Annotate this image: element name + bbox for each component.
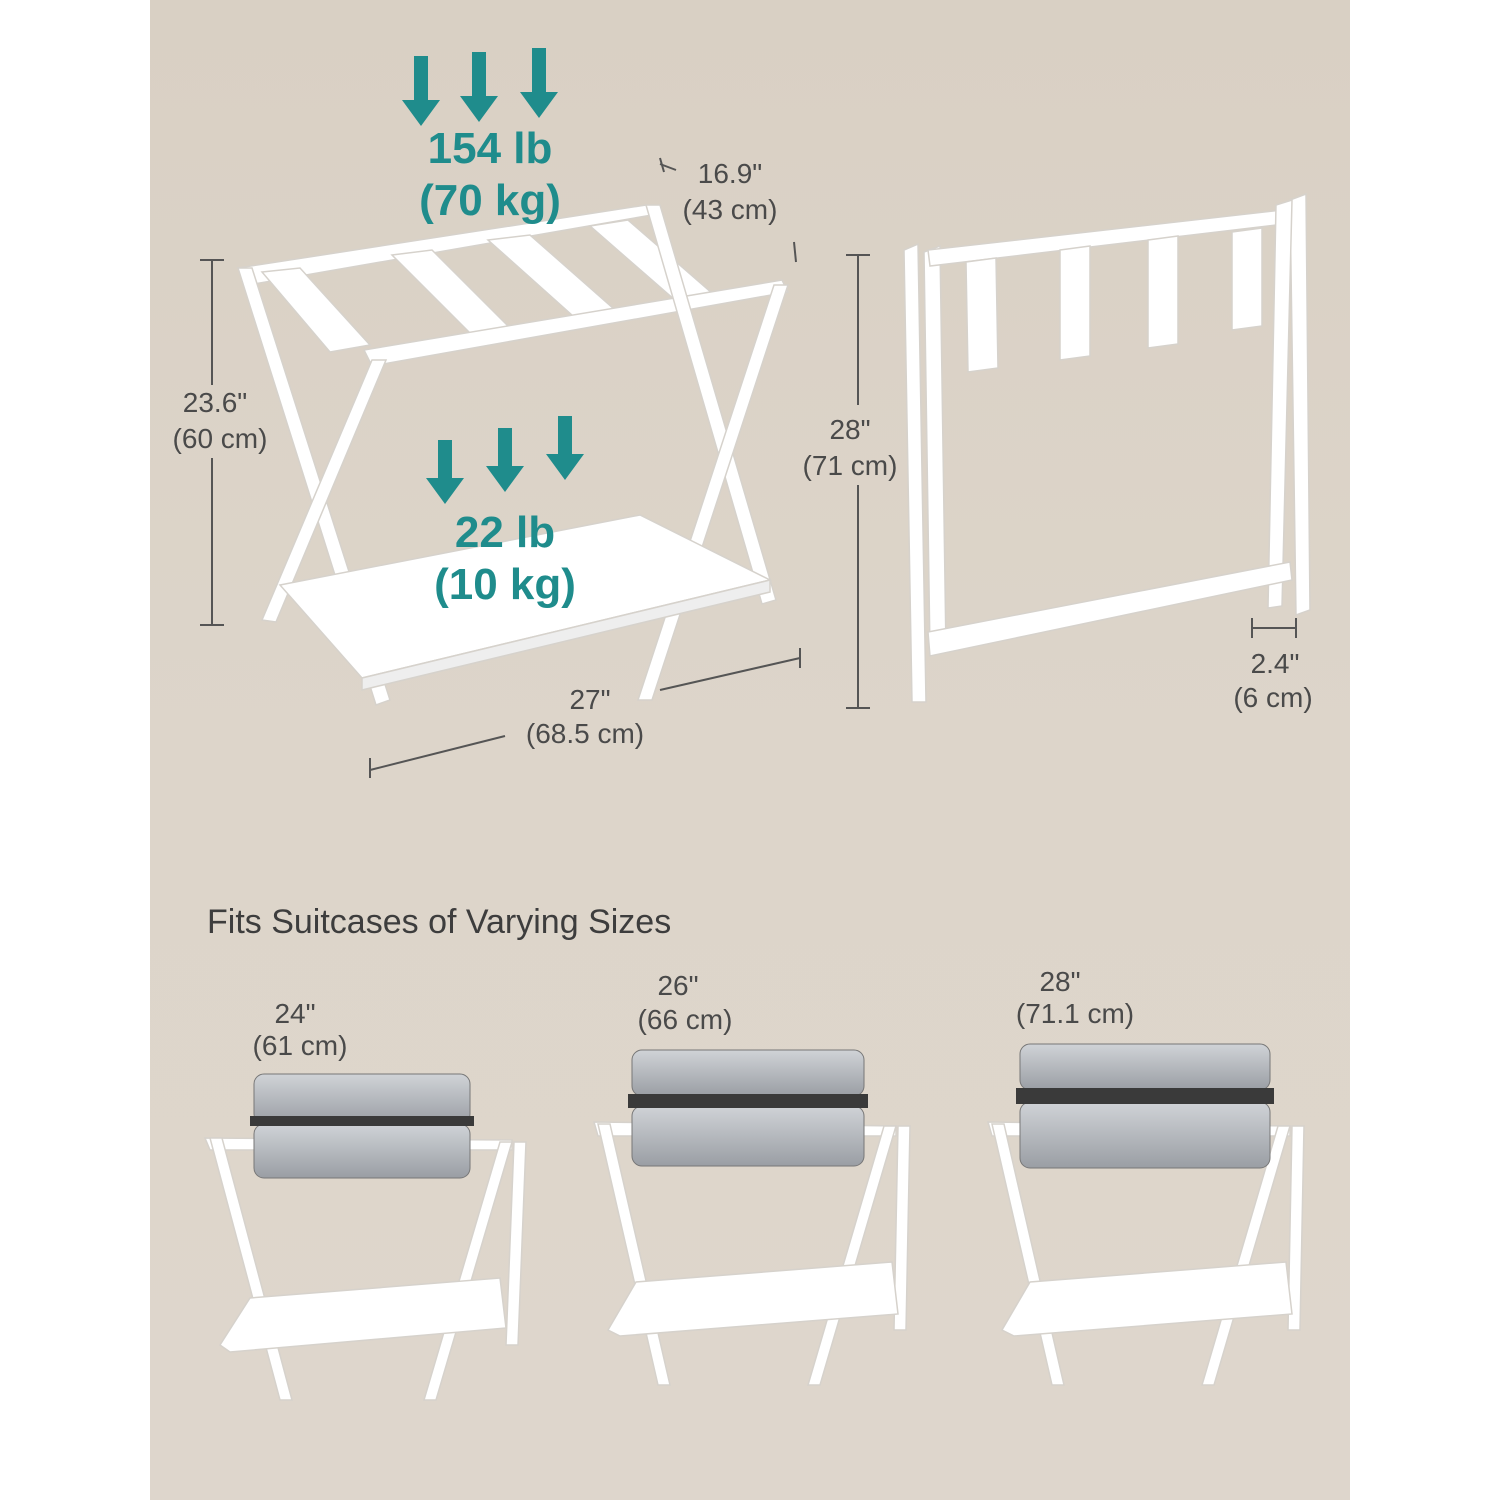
suitcase-26-cm: (66 cm) [637,1004,733,1035]
dimension-lines [200,157,1297,778]
suitcase-28-inches: 28" [1039,966,1081,997]
load-arrows-top [402,48,558,126]
suitcase-28-cm: (71.1 cm) [1015,998,1135,1029]
load-arrows-shelf [426,416,584,504]
height-inches: 23.6" [182,387,248,418]
rack-with-suitcase-24 [203,1073,527,1401]
suitcase-26-inches: 26" [657,970,699,1001]
depth-cm: (43 cm) [682,194,778,225]
rack-with-suitcase-26 [593,1049,911,1386]
width-cm: (68.5 cm) [525,718,645,749]
folded-height-inches: 28" [829,414,871,445]
folded-height-cm: (71 cm) [802,450,898,481]
folded-depth-cm: (6 cm) [1233,682,1313,713]
height-cm: (60 cm) [172,423,268,454]
suitcase-24-cm: (61 cm) [252,1030,348,1061]
depth-inches: 16.9" [697,158,763,189]
rack-with-suitcase-28 [987,1043,1305,1386]
suitcase-24-inches: 24" [274,998,316,1029]
section-heading: Fits Suitcases of Varying Sizes [207,903,672,941]
width-inches: 27" [569,684,611,715]
folded-depth-inches: 2.4" [1250,648,1300,679]
shelf-load-kg: (10 kg) [434,560,576,609]
luggage-rack-open [236,204,790,706]
top-load-lb: 154 lb [427,124,553,173]
luggage-rack-folded [903,192,1311,703]
top-load-kg: (70 kg) [419,176,561,225]
shelf-load-lb: 22 lb [454,508,556,557]
